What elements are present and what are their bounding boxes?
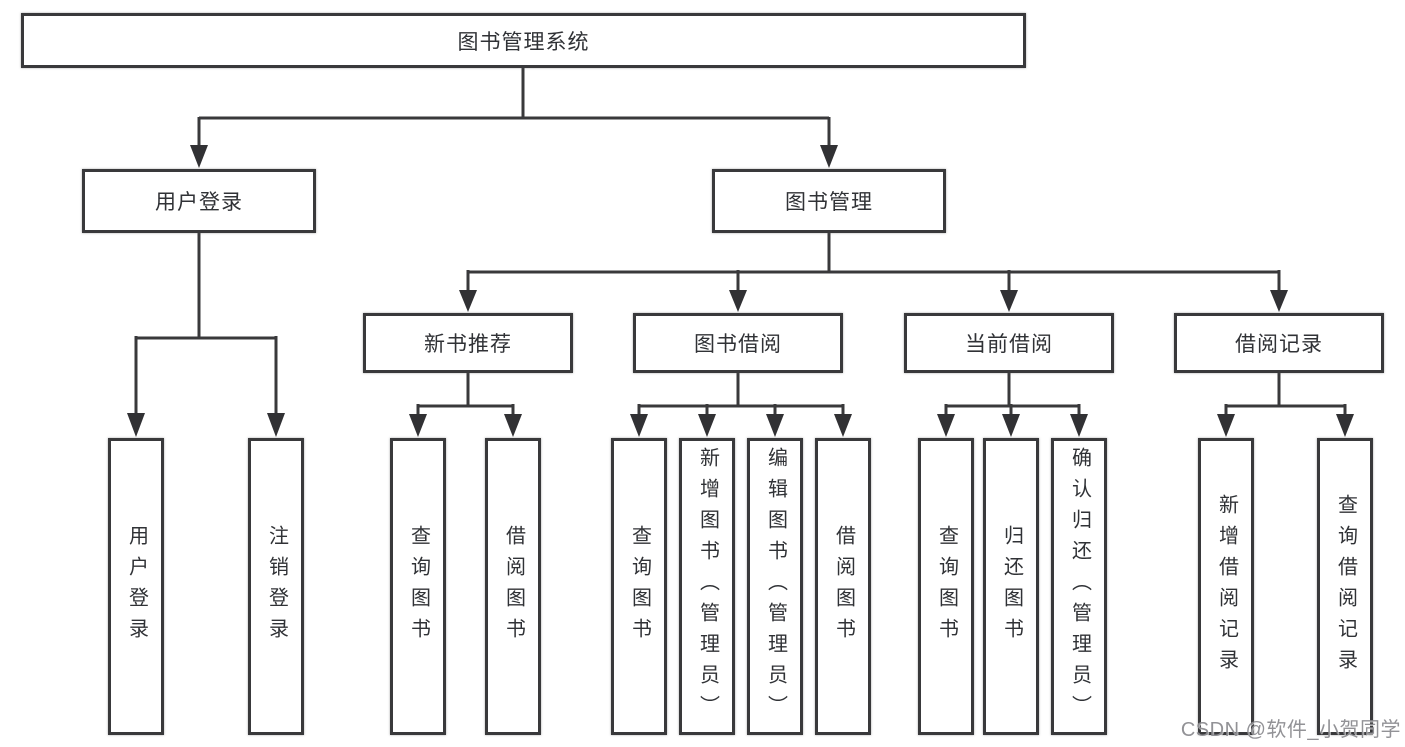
node-section-current-borrow-label: 当前借阅 xyxy=(965,333,1053,356)
node-section-book-borrow-label: 图书借阅 xyxy=(694,333,782,356)
leaf-records-query: 查询借阅记录 xyxy=(1317,438,1373,735)
leaf-records-query-label: 查询借阅记录 xyxy=(1334,493,1357,680)
arrowheads-leaves xyxy=(409,414,1354,437)
leaf-current-return-label: 归还图书 xyxy=(1000,524,1023,649)
leaf-newbooks-query-label: 查询图书 xyxy=(407,524,430,649)
connector-user-login xyxy=(134,233,278,415)
leaf-newbooks-borrow: 借阅图书 xyxy=(485,438,541,735)
leaf-logout: 注销登录 xyxy=(248,438,304,735)
leaf-current-confirm-admin: 确认归还（管理员） xyxy=(1051,438,1107,735)
leaf-borrow-query-label: 查询图书 xyxy=(628,524,651,649)
node-book-management-label: 图书管理 xyxy=(785,191,873,214)
arrowheads-user-login xyxy=(127,413,285,437)
node-section-current-borrow: 当前借阅 xyxy=(904,313,1114,373)
leaf-current-query: 查询图书 xyxy=(918,438,974,735)
leaf-borrow-book: 借阅图书 xyxy=(815,438,871,735)
node-section-new-books: 新书推荐 xyxy=(363,313,573,373)
arrowheads-book-management xyxy=(459,290,1288,312)
leaf-current-return: 归还图书 xyxy=(983,438,1039,735)
leaf-user-login-label: 用户登录 xyxy=(125,524,148,649)
leaf-current-confirm-admin-label: 确认归还（管理员） xyxy=(1068,447,1091,726)
leaf-user-login: 用户登录 xyxy=(108,438,164,735)
leaf-logout-label: 注销登录 xyxy=(265,524,288,649)
leaf-borrow-edit-admin-label: 编辑图书（管理员） xyxy=(764,447,787,726)
csdn-watermark: CSDN @软件_小贺同学 xyxy=(1180,719,1401,741)
leaf-records-add: 新增借阅记录 xyxy=(1198,438,1254,735)
node-book-management: 图书管理 xyxy=(712,169,946,233)
leaf-newbooks-borrow-label: 借阅图书 xyxy=(502,524,525,649)
leaf-borrow-book-label: 借阅图书 xyxy=(832,524,855,649)
leaf-borrow-query: 查询图书 xyxy=(611,438,667,735)
node-root: 图书管理系统 xyxy=(21,13,1026,68)
leaf-borrow-edit-admin: 编辑图书（管理员） xyxy=(747,438,803,735)
leaf-borrow-add-admin: 新增图书（管理员） xyxy=(679,438,735,735)
leaf-records-add-label: 新增借阅记录 xyxy=(1215,493,1238,680)
connector-root xyxy=(197,68,831,146)
node-section-book-borrow: 图书借阅 xyxy=(633,313,843,373)
arrowheads-root xyxy=(190,145,838,168)
node-section-new-books-label: 新书推荐 xyxy=(424,333,512,356)
connector-sections xyxy=(416,373,1347,416)
node-section-borrow-records-label: 借阅记录 xyxy=(1235,333,1323,356)
leaf-current-query-label: 查询图书 xyxy=(935,524,958,649)
node-user-login: 用户登录 xyxy=(82,169,316,233)
node-root-label: 图书管理系统 xyxy=(457,30,590,54)
connector-book-management xyxy=(466,233,1281,292)
leaf-borrow-add-admin-label: 新增图书（管理员） xyxy=(696,447,719,726)
node-section-borrow-records: 借阅记录 xyxy=(1174,313,1384,373)
leaf-newbooks-query: 查询图书 xyxy=(390,438,446,735)
node-user-login-label: 用户登录 xyxy=(155,191,243,214)
